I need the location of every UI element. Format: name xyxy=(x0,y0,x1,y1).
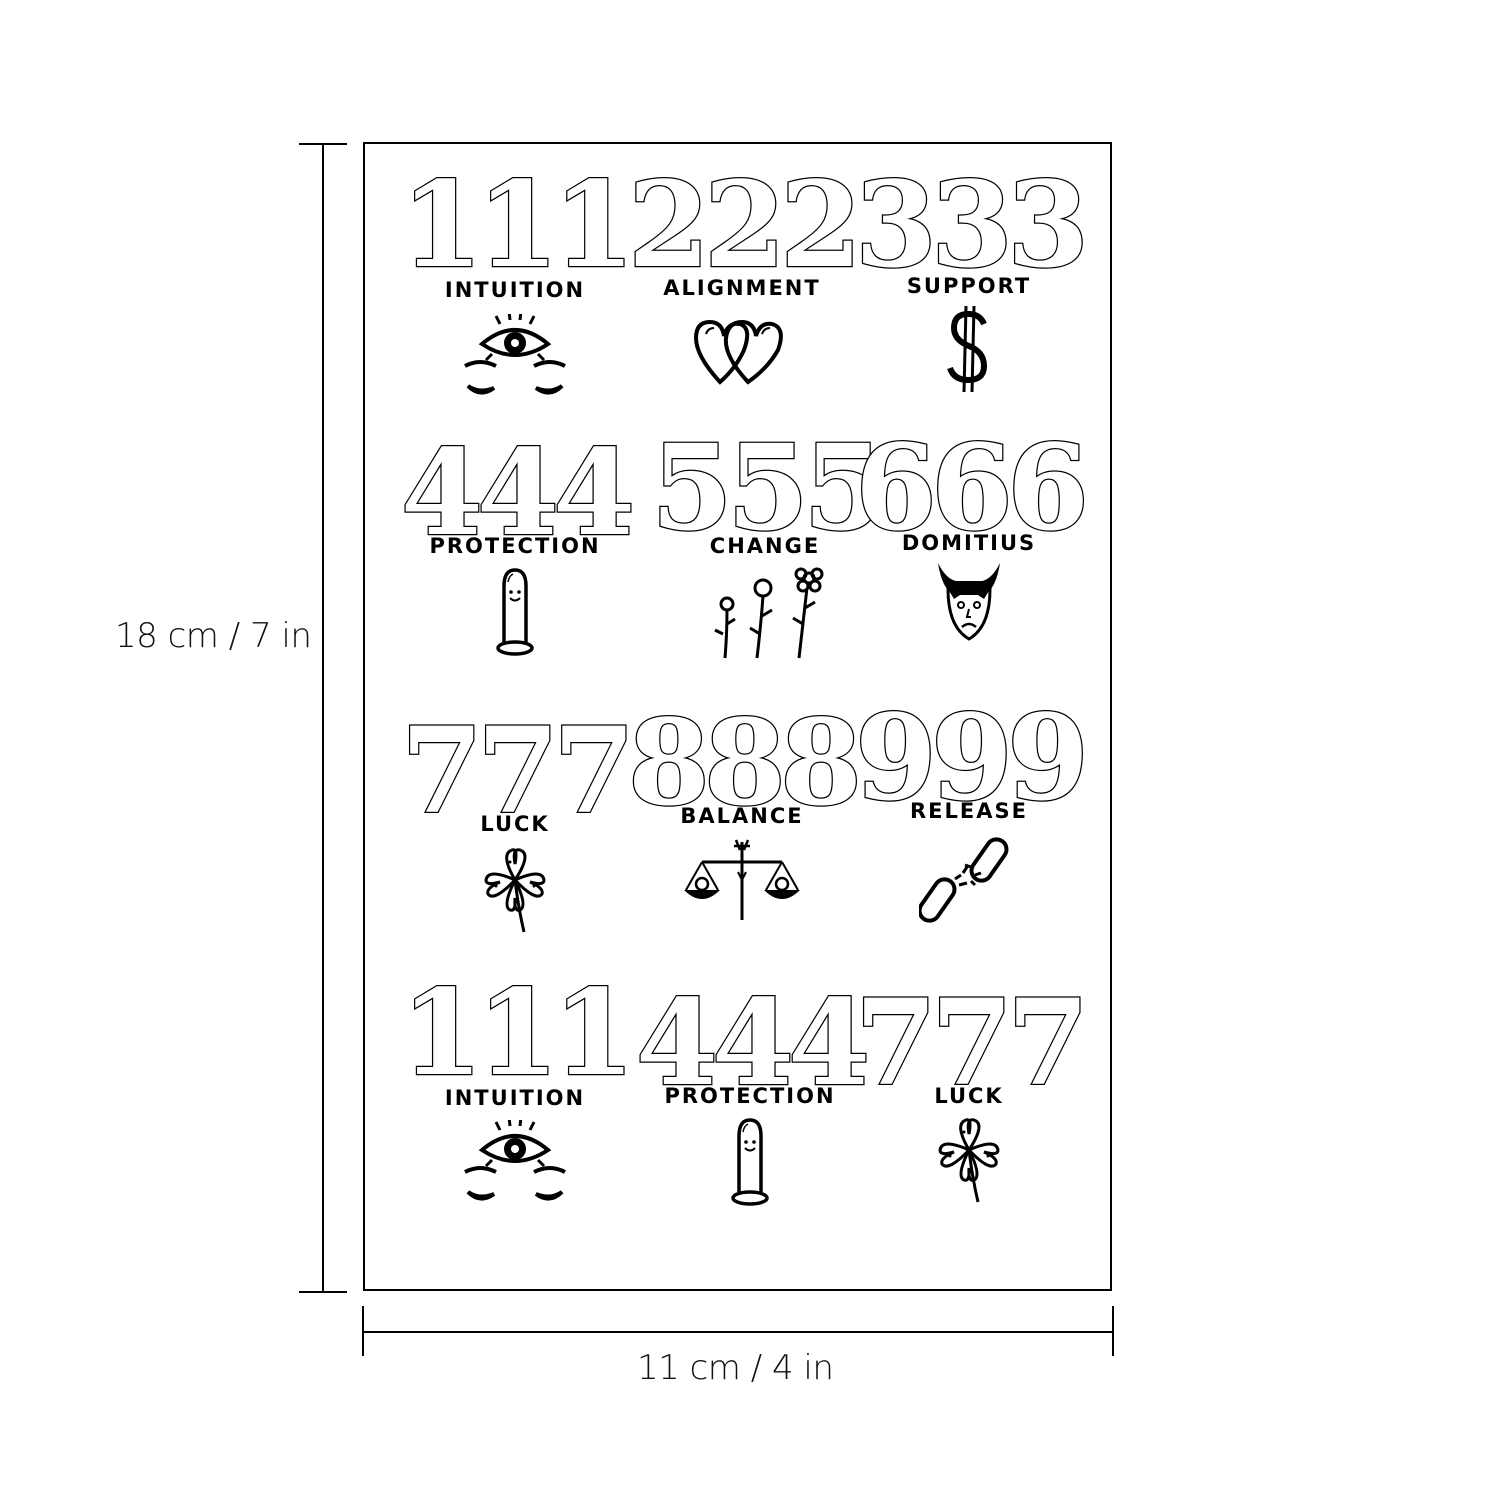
tattoo-word: INTUITION xyxy=(444,278,586,302)
condom-icon xyxy=(725,1114,775,1210)
tattoo-number: 111 xyxy=(400,963,637,1102)
two-hearts-icon xyxy=(692,316,792,386)
tattoo-word: CHANGE xyxy=(709,534,821,558)
tattoo-777-luck-repeat: 777 LUCK xyxy=(849,973,1091,1244)
tattoo-number: 777 xyxy=(400,701,637,840)
height-dimension-bottom-cap xyxy=(299,1291,347,1293)
tattoo-number: 111 xyxy=(400,155,637,294)
four-leaf-clover-icon xyxy=(934,1114,1004,1204)
dollar-sign-icon xyxy=(944,304,994,394)
tattoo-444-protection-repeat: 444 PROTECTION xyxy=(630,973,872,1244)
tattoo-word: ALIGNMENT xyxy=(663,276,821,300)
tattoo-888-balance: 888 BALANCE xyxy=(622,693,864,964)
tattoo-word: LUCK xyxy=(934,1084,1004,1108)
tattoo-word: SUPPORT xyxy=(906,274,1032,298)
tattoo-number: 555 xyxy=(650,418,887,557)
four-leaf-clover-icon xyxy=(480,844,550,934)
width-dimension-line xyxy=(363,1331,1114,1333)
tattoo-word: INTUITION xyxy=(444,1086,586,1110)
condom-icon xyxy=(490,564,540,660)
third-eye-icon xyxy=(460,1120,570,1210)
width-dimension-label: 11 cm / 4 in xyxy=(637,1348,834,1388)
devil-face-icon xyxy=(934,559,1004,643)
tattoo-number: 999 xyxy=(854,688,1091,827)
tattoo-number: 222 xyxy=(627,155,864,294)
tattoo-number: 888 xyxy=(627,693,864,832)
tattoo-number: 444 xyxy=(635,973,872,1112)
tattoo-333-support: 333 SUPPORT xyxy=(849,155,1091,426)
tattoo-555-change: 555 CHANGE xyxy=(645,418,887,689)
tattoo-word: RELEASE xyxy=(910,799,1028,823)
tattoo-number: 444 xyxy=(400,423,637,562)
tattoo-word: PROTECTION xyxy=(664,1084,836,1108)
tattoo-111-intuition-repeat: 111 INTUITION xyxy=(395,963,637,1234)
tattoo-word: LUCK xyxy=(480,812,550,836)
width-dimension-right-cap xyxy=(1112,1306,1114,1356)
tattoo-999-release: 999 RELEASE xyxy=(849,688,1091,959)
tattoo-111-intuition: 111 INTUITION xyxy=(395,155,637,426)
third-eye-icon xyxy=(460,314,570,404)
tattoo-number: 333 xyxy=(854,155,1091,294)
tattoo-word: BALANCE xyxy=(680,804,804,828)
broken-chain-icon xyxy=(919,835,1019,925)
tattoo-777-luck: 777 LUCK xyxy=(395,701,637,972)
tattoo-444-protection: 444 PROTECTION xyxy=(395,423,637,694)
height-dimension-line xyxy=(322,143,324,1293)
tattoo-number: 777 xyxy=(854,973,1091,1112)
height-dimension-label: 18 cm / 7 in xyxy=(115,616,312,656)
width-dimension-left-cap xyxy=(362,1306,364,1356)
tattoo-222-alignment: 222 ALIGNMENT xyxy=(622,155,864,426)
tattoo-666-domitius: 666 DOMITIUS xyxy=(849,418,1091,689)
tattoo-word: PROTECTION xyxy=(429,534,601,558)
tattoo-sheet: 111 INTUITION 222 ALIGNMENT xyxy=(363,142,1112,1291)
tattoo-number: 666 xyxy=(854,418,1091,557)
height-dimension-top-cap xyxy=(299,143,347,145)
tattoo-word: DOMITIUS xyxy=(901,531,1037,555)
flowers-icon xyxy=(705,564,825,660)
scales-icon xyxy=(682,836,802,922)
